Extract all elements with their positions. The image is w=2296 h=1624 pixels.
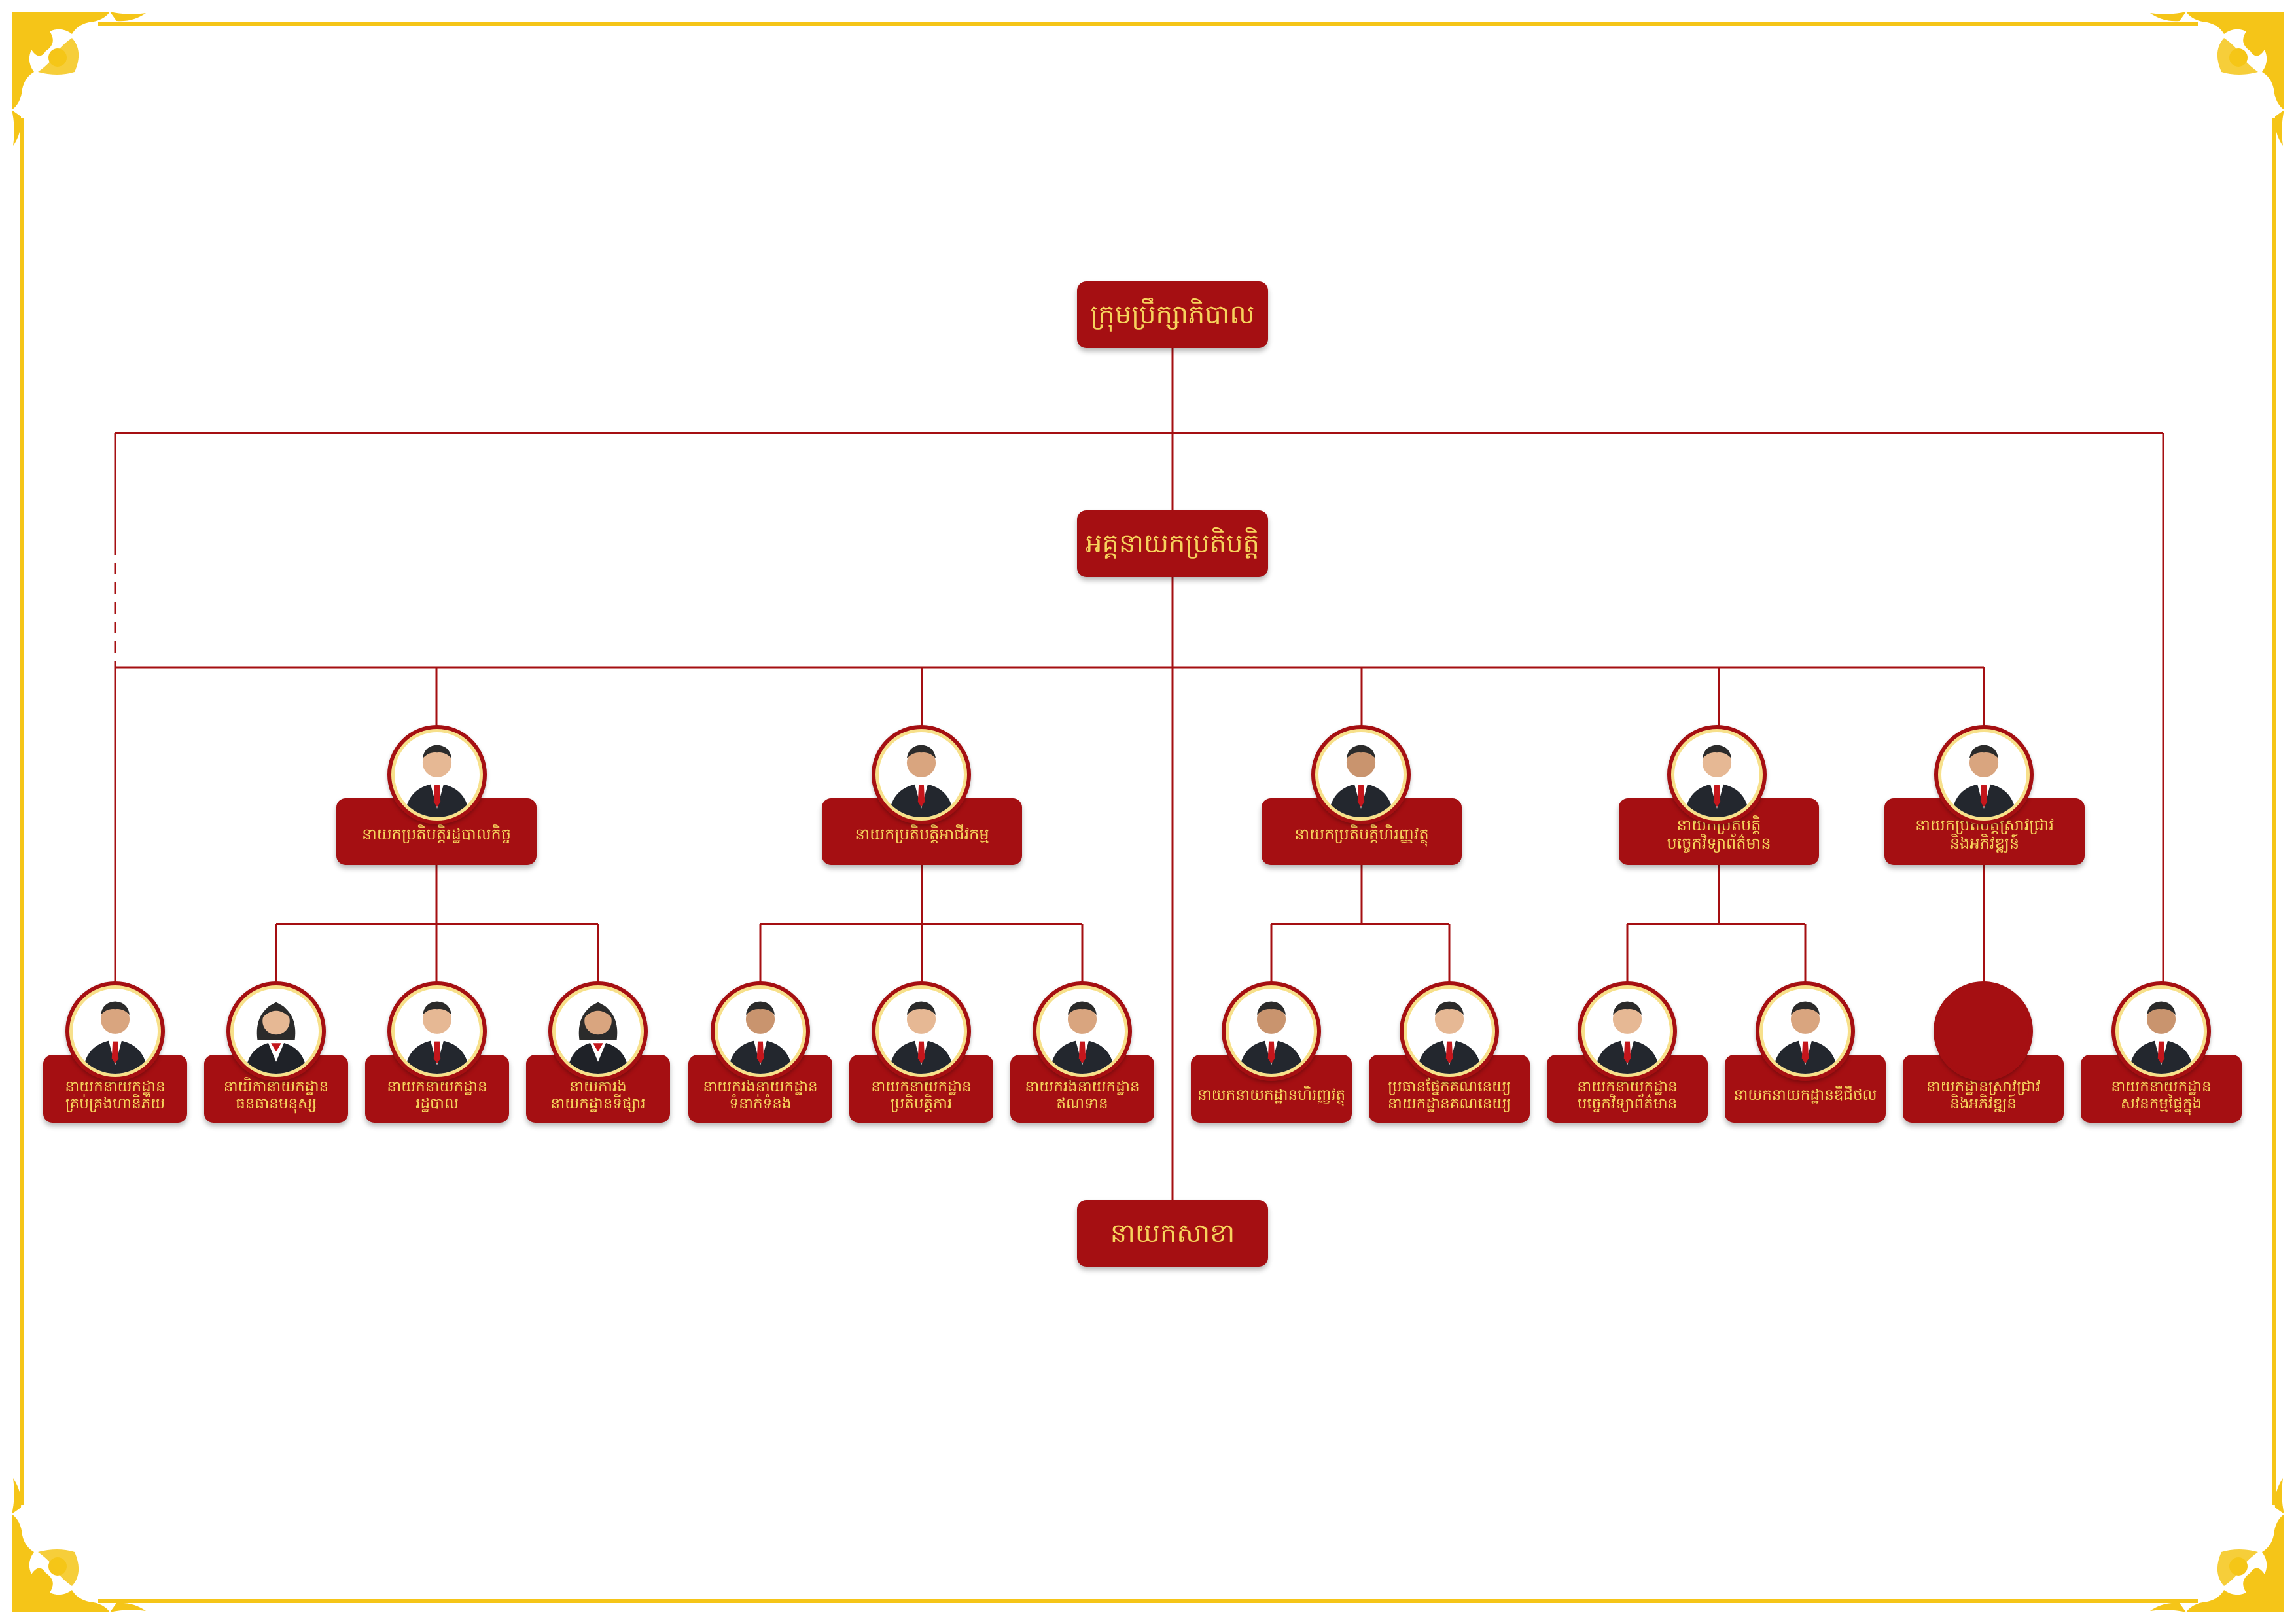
empty-photo-placeholder bbox=[1934, 981, 2033, 1081]
branch-box: នាយកសាខា bbox=[1077, 1200, 1268, 1267]
department-photo bbox=[1578, 981, 1677, 1081]
man-portrait-icon bbox=[1773, 1001, 1838, 1074]
man-portrait-icon bbox=[82, 1001, 148, 1074]
branch-label: នាយកសាខា bbox=[1110, 1218, 1235, 1248]
department-box-audit: នាយកនាយកដ្ឋាន សវនកម្មផ្ទៃក្នុង bbox=[2081, 1055, 2242, 1123]
manager-photo bbox=[1311, 725, 1411, 824]
department-label: និងអភិវឌ្ឍន៍ bbox=[1950, 1095, 2017, 1112]
department-photo bbox=[1756, 981, 1855, 1081]
department-label: នាយកដ្ឋានទីផ្សារ bbox=[550, 1095, 646, 1112]
manager-label: នាយកប្រតិបត្តិហិរញ្ញវត្ថុ bbox=[1294, 825, 1429, 844]
man-portrait-icon bbox=[1328, 745, 1394, 817]
man-portrait-icon bbox=[1951, 745, 2017, 817]
department-label: សវនកម្មផ្ទៃក្នុង bbox=[2120, 1095, 2202, 1112]
man-portrait-icon bbox=[728, 1001, 793, 1074]
department-label: នាយកនាយកដ្ឋានហិរញ្ញវត្ថុ bbox=[1197, 1086, 1346, 1104]
manager-label: នាយកប្រតិបត្តិអាជីវកម្ម bbox=[855, 825, 989, 844]
man-portrait-icon bbox=[1239, 1001, 1304, 1074]
department-box-marketing: នាយិការង នាយកដ្ឋានទីផ្សារ bbox=[526, 1055, 670, 1123]
man-portrait-icon bbox=[404, 1001, 470, 1074]
man-portrait-icon bbox=[1684, 745, 1750, 817]
department-label: គ្រប់គ្រងហានិភ័យ bbox=[65, 1095, 166, 1112]
department-photo bbox=[65, 981, 165, 1081]
department-label: នាយកនាយកដ្ឋានឌីជីថល bbox=[1733, 1086, 1877, 1104]
department-label: ធនធានមនុស្ស bbox=[236, 1095, 317, 1112]
frame-top-line bbox=[98, 22, 2198, 26]
department-label: ទំនាក់ទំនង bbox=[729, 1095, 792, 1112]
department-label: នាយកដ្ឋានគណនេយ្យ bbox=[1387, 1095, 1511, 1112]
department-photo bbox=[1222, 981, 1321, 1081]
department-photo bbox=[1033, 981, 1132, 1081]
department-photo bbox=[226, 981, 326, 1081]
department-photo bbox=[548, 981, 648, 1081]
woman-portrait-icon bbox=[245, 1002, 307, 1074]
ornament-corner-top-left-icon bbox=[12, 12, 146, 146]
manager-box-research: នាយកប្រតិបត្តិស្រាវជ្រាវ និងអភិវឌ្ឍន៍ bbox=[1884, 798, 2085, 865]
manager-photo bbox=[387, 725, 487, 824]
ceo-label: អគ្គនាយកប្រតិបត្តិ bbox=[1086, 529, 1260, 559]
man-portrait-icon bbox=[404, 745, 470, 817]
man-portrait-icon bbox=[889, 745, 954, 817]
frame-right-line bbox=[2272, 118, 2276, 1505]
department-photo bbox=[1400, 981, 1499, 1081]
department-label: រដ្ឋបាល bbox=[415, 1095, 459, 1112]
ornament-corner-top-right-icon bbox=[2150, 12, 2284, 146]
frame-left-line bbox=[20, 118, 24, 1505]
manager-photo bbox=[1934, 725, 2034, 824]
man-portrait-icon bbox=[1417, 1001, 1482, 1074]
frame-bottom-line bbox=[98, 1599, 2198, 1603]
manager-label: និងអភិវឌ្ឍន៍ bbox=[1949, 834, 2020, 853]
department-photo bbox=[2111, 981, 2211, 1081]
ornament-corner-bottom-left-icon bbox=[12, 1478, 146, 1612]
department-label: ឥណទាន bbox=[1056, 1095, 1108, 1112]
department-box-credit: នាយករងនាយកដ្ឋាន ឥណទាន bbox=[1010, 1055, 1154, 1123]
man-portrait-icon bbox=[889, 1001, 954, 1074]
board-box: ក្រុមប្រឹក្សាភិបាល bbox=[1077, 281, 1268, 348]
manager-photo bbox=[872, 725, 971, 824]
man-portrait-icon bbox=[2128, 1001, 2194, 1074]
woman-portrait-icon bbox=[567, 1002, 629, 1074]
manager-label: នាយកប្រតិបត្តិរដ្ឋបាលកិច្ច bbox=[361, 825, 512, 844]
manager-label: បច្ចេកវិទ្យាព័ត៌មាន bbox=[1667, 834, 1771, 853]
man-portrait-icon bbox=[1050, 1001, 1115, 1074]
department-photo bbox=[387, 981, 487, 1081]
ornament-corner-bottom-right-icon bbox=[2150, 1478, 2284, 1612]
department-label: បច្ចេកវិទ្យាព័ត៌មាន bbox=[1577, 1095, 1678, 1112]
department-photo bbox=[872, 981, 971, 1081]
man-portrait-icon bbox=[1595, 1001, 1660, 1074]
department-label: ប្រតិបត្តិការ bbox=[890, 1095, 953, 1112]
department-photo bbox=[711, 981, 810, 1081]
board-label: ក្រុមប្រឹក្សាភិបាល bbox=[1090, 300, 1255, 330]
manager-photo bbox=[1667, 725, 1767, 824]
ceo-box: អគ្គនាយកប្រតិបត្តិ bbox=[1077, 510, 1268, 577]
